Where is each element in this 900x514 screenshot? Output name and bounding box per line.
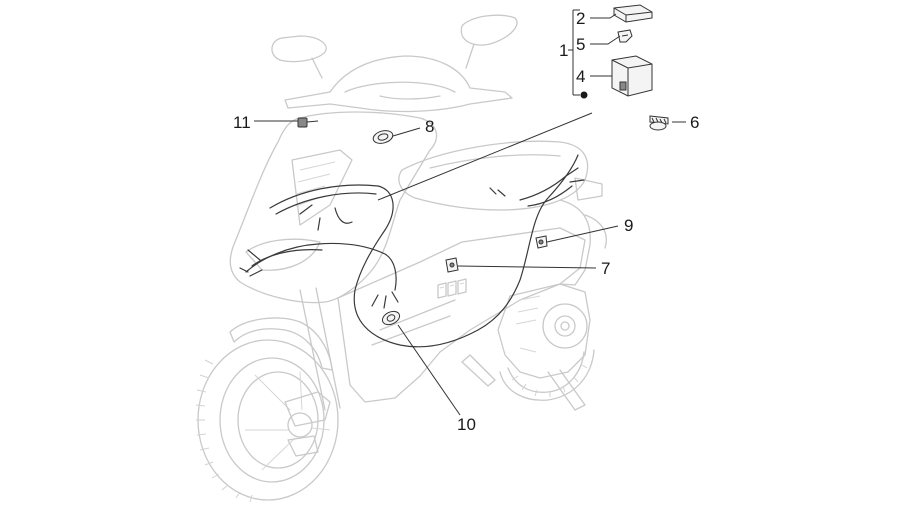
leader-lines bbox=[254, 9, 686, 416]
connector-dot bbox=[580, 91, 588, 99]
handlebar bbox=[284, 55, 513, 113]
callouts: 1 2 5 4 6 11 8 9 7 10 bbox=[233, 9, 699, 434]
rear-body bbox=[559, 199, 591, 286]
right-mirror bbox=[460, 14, 518, 69]
front-mudguard bbox=[229, 317, 333, 371]
rear-wheel bbox=[499, 349, 595, 401]
part-8-grommet bbox=[372, 130, 394, 144]
part-9-clamp bbox=[535, 235, 548, 249]
callout-7: 7 bbox=[601, 259, 610, 278]
callout-5: 5 bbox=[576, 35, 585, 54]
part-6-screw bbox=[649, 115, 669, 131]
callout-6: 6 bbox=[690, 113, 699, 132]
bracket-1 bbox=[568, 9, 580, 96]
callout-2: 2 bbox=[576, 9, 585, 28]
left-mirror bbox=[271, 35, 327, 79]
part-10-grommet bbox=[381, 310, 401, 326]
callout-8: 8 bbox=[425, 117, 434, 136]
part-11-clip bbox=[297, 117, 319, 128]
seat bbox=[398, 140, 589, 211]
callout-10: 10 bbox=[457, 415, 476, 434]
callout-1: 1 bbox=[559, 41, 568, 60]
front-wheel bbox=[195, 339, 339, 503]
part-7-clamp bbox=[445, 257, 459, 273]
part-4-fuse-box bbox=[611, 55, 653, 97]
scooter-outline bbox=[195, 14, 607, 503]
wiring-harness bbox=[239, 154, 585, 348]
callout-4: 4 bbox=[576, 67, 585, 86]
harness-main-loop bbox=[269, 154, 579, 348]
callout-9: 9 bbox=[624, 216, 633, 235]
part-2-fuse-cover bbox=[613, 4, 653, 23]
engine-case bbox=[497, 283, 591, 379]
front-shield bbox=[229, 111, 438, 304]
callout-11: 11 bbox=[233, 113, 251, 132]
part-5-fuse bbox=[617, 29, 633, 43]
